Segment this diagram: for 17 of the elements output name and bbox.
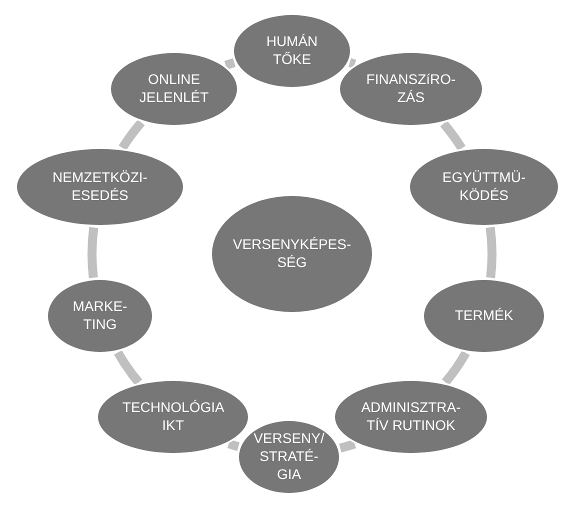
connector-arc <box>88 227 98 278</box>
ellipse-label: EGYÜTTMÜ- KÖDÉS <box>442 169 526 205</box>
connector-arc <box>339 440 356 452</box>
ellipse-label: ADMINISZTRA- TÍV RUTINOK <box>360 399 462 435</box>
ellipse-label: MARKE- TING <box>72 298 128 334</box>
connector-arc <box>114 350 142 386</box>
ellipse-label: FINANSZíRO- ZÁS <box>366 71 456 107</box>
ellipse-label: TECHNOLÓGIA IKT <box>122 399 224 435</box>
connector-arc <box>227 439 240 451</box>
connector-arc <box>486 226 496 278</box>
connector-arc <box>224 58 236 70</box>
ellipse-label: VERSENYKÉPES- SÉG <box>232 236 352 272</box>
ellipse-label: ONLINE JELENLÉT <box>139 71 209 107</box>
ellipse-label: NEMZETKÖZI- ESEDÉS <box>52 169 148 205</box>
ellipse-label: TERMÉK <box>454 307 514 325</box>
ellipse-label: HUMÁN TŐKE <box>266 33 318 69</box>
ellipse-label: VERSENY/ STRATÉ- GIA <box>254 430 324 484</box>
